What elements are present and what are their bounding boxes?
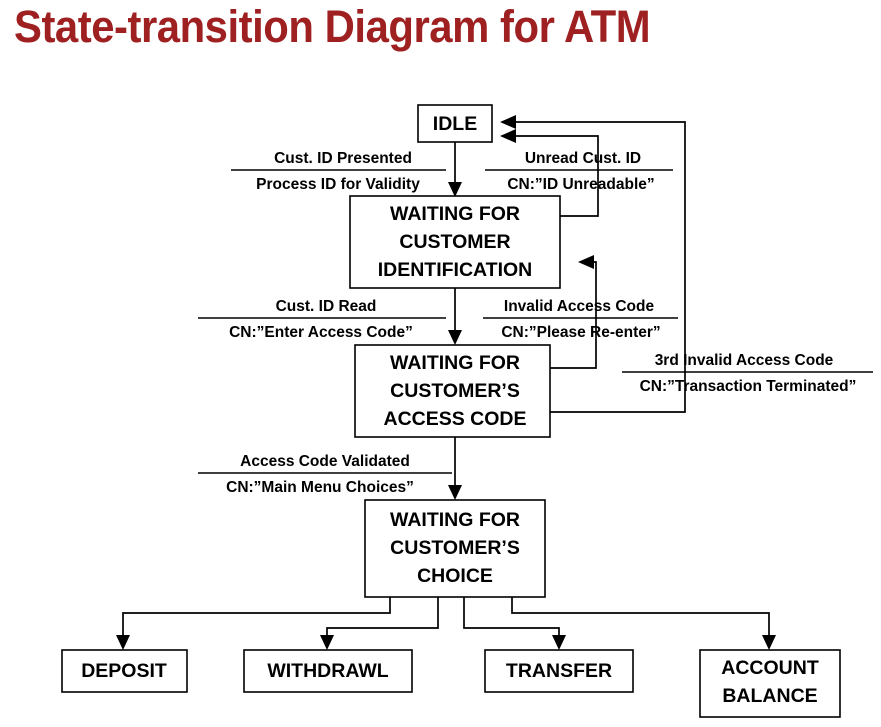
connector-choice-to-deposit (116, 597, 391, 650)
state-node-waiting-for-customer-identification[interactable]: WAITING FOR CUSTOMER IDENTIFICATION (349, 195, 561, 289)
connector-choice-to-withdrawl (320, 597, 439, 650)
state-label: WAITING FOR (390, 203, 520, 225)
connector-idle-to-ident (448, 142, 462, 197)
state-label: WAITING FOR (390, 352, 520, 374)
transition-label-ident-to-idle: Unread Cust. ID CN:”ID Unreadable” (485, 150, 673, 193)
transition-event: 3rd Invalid Access Code (655, 352, 834, 369)
transition-action: Process ID for Validity (256, 176, 420, 193)
transition-label-ident-to-code: Cust. ID Read CN:”Enter Access Code” (198, 298, 446, 341)
state-label: CUSTOMER (399, 231, 510, 253)
transition-label-code-to-idle: 3rd Invalid Access Code CN:”Transaction … (622, 352, 873, 395)
connector-code-to-ident (550, 255, 597, 369)
transition-action: CN:”Transaction Terminated” (640, 378, 857, 395)
transition-event: Invalid Access Code (504, 298, 655, 315)
state-label: IDLE (433, 113, 477, 135)
state-node-deposit[interactable]: DEPOSIT (61, 649, 188, 693)
transition-label-code-to-ident: Invalid Access Code CN:”Please Re-enter” (483, 298, 678, 341)
state-label: WITHDRAWL (267, 660, 388, 682)
connector-code-to-idle (500, 115, 686, 413)
transition-event: Cust. ID Read (276, 298, 377, 315)
transition-event: Unread Cust. ID (525, 150, 641, 167)
state-label: TRANSFER (506, 660, 612, 682)
transition-action: CN:”Main Menu Choices” (226, 479, 414, 496)
state-label: CUSTOMER’S (390, 380, 520, 402)
state-label: WAITING FOR (390, 509, 520, 531)
state-node-idle[interactable]: IDLE (417, 104, 493, 143)
transition-action: CN:”Please Re-enter” (501, 324, 660, 341)
page-title: State-transition Diagram for ATM (14, 1, 651, 52)
state-node-waiting-for-customers-access-code[interactable]: WAITING FOR CUSTOMER’S ACCESS CODE (354, 344, 551, 438)
connector-ident-to-idle (500, 129, 599, 217)
state-node-waiting-for-customers-choice[interactable]: WAITING FOR CUSTOMER’S CHOICE (364, 499, 546, 598)
connector-choice-to-balance (511, 597, 776, 650)
transition-action: CN:”ID Unreadable” (507, 176, 654, 193)
connector-ident-to-code (448, 288, 462, 345)
transition-label-code-to-choice: Access Code Validated CN:”Main Menu Choi… (198, 453, 452, 496)
transition-action: CN:”Enter Access Code” (229, 324, 413, 341)
state-label: BALANCE (722, 685, 817, 707)
state-label: ACCOUNT (721, 657, 819, 679)
connector-choice-to-transfer (463, 597, 566, 650)
state-node-transfer[interactable]: TRANSFER (484, 649, 634, 693)
state-label: IDENTIFICATION (378, 259, 533, 281)
state-node-withdrawl[interactable]: WITHDRAWL (243, 649, 413, 693)
connector-code-to-choice (448, 437, 462, 500)
state-node-account-balance[interactable]: ACCOUNT BALANCE (699, 649, 841, 718)
state-label: CHOICE (417, 565, 493, 587)
transition-event: Cust. ID Presented (274, 150, 412, 167)
transition-label-idle-to-ident: Cust. ID Presented Process ID for Validi… (231, 150, 446, 193)
transition-event: Access Code Validated (240, 453, 410, 470)
state-label: CUSTOMER’S (390, 537, 520, 559)
state-label: DEPOSIT (81, 660, 167, 682)
state-label: ACCESS CODE (383, 408, 526, 430)
